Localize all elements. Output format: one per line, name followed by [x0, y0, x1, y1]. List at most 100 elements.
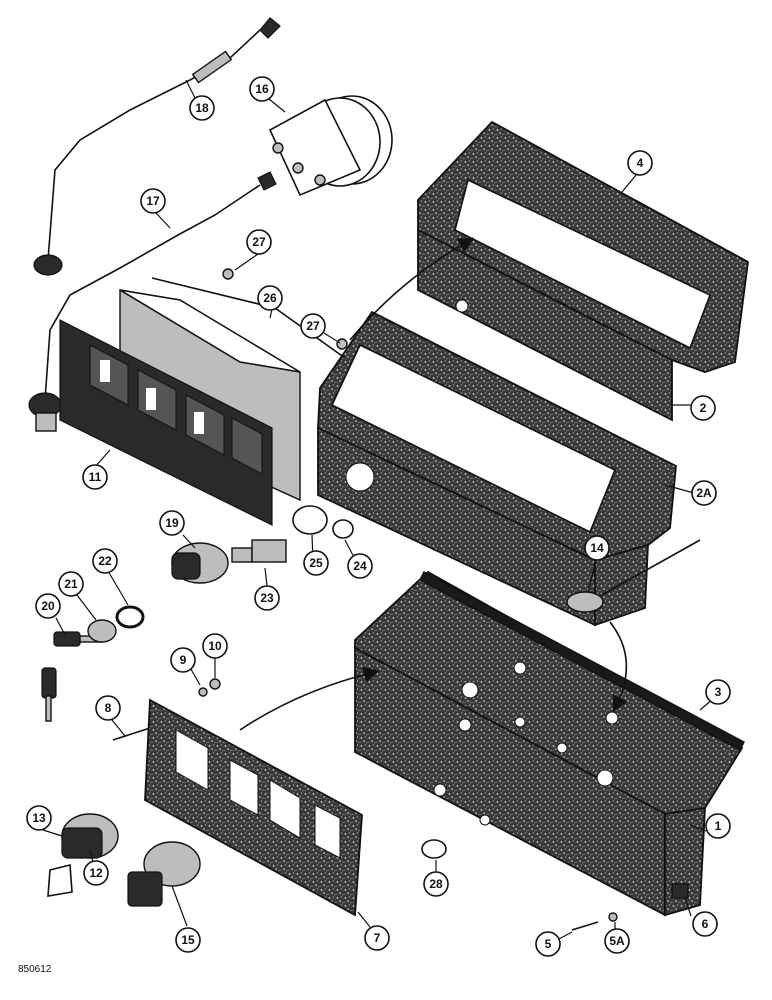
- leader-lines: [42, 79, 714, 941]
- flexible-cable-upper: [33, 17, 281, 276]
- flow-arrow: [349, 237, 475, 341]
- callout-c25: 25: [303, 550, 329, 576]
- callout-circle: [175, 927, 201, 953]
- callout-c27a: 27: [246, 229, 272, 255]
- small-washer: [608, 912, 618, 922]
- callout-label: 26: [263, 291, 277, 305]
- callout-circle: [26, 805, 52, 831]
- clip: [671, 883, 689, 899]
- switch-bezel: [144, 698, 363, 917]
- hex-nut: [87, 619, 117, 643]
- callout-c21: 21: [58, 571, 84, 597]
- hole-plug: [421, 839, 447, 859]
- callout-label: 7: [374, 931, 381, 945]
- callout-circle: [535, 931, 561, 957]
- callout-label: 8: [105, 701, 112, 715]
- callout-circle: [584, 535, 610, 561]
- callout-c20: 20: [35, 593, 61, 619]
- nut-lower: [336, 338, 348, 350]
- callout-circle: [92, 548, 118, 574]
- callout-c18: 18: [189, 95, 215, 121]
- callout-c16: 16: [249, 76, 275, 102]
- callout-label: 11: [89, 470, 102, 484]
- callout-circle: [690, 395, 716, 421]
- callout-c28: 28: [423, 871, 449, 897]
- callout-label: 24: [353, 559, 367, 573]
- callout-circle: [364, 925, 390, 951]
- callout-label: 13: [32, 811, 46, 825]
- gauge: [268, 95, 393, 197]
- key-set: [41, 631, 103, 722]
- callout-label: 6: [702, 917, 709, 931]
- callout-circle: [246, 229, 272, 255]
- callout-c3: 3: [705, 679, 731, 705]
- callout-label: 5: [545, 937, 552, 951]
- callout-c19: 19: [159, 510, 185, 536]
- callout-circle: [254, 585, 280, 611]
- flexible-cable-lower: [28, 171, 277, 432]
- small-nut: [209, 678, 221, 690]
- round-plug-small: [332, 519, 354, 539]
- callout-circle: [249, 76, 275, 102]
- callout-circle: [35, 593, 61, 619]
- callout-label: 21: [64, 577, 78, 591]
- callout-label: 28: [429, 877, 443, 891]
- callout-label: 9: [180, 653, 187, 667]
- bolt: [571, 921, 599, 931]
- connector: [251, 539, 287, 563]
- callout-circle: [300, 313, 326, 339]
- callout-circle: [189, 95, 215, 121]
- callout-label: 2: [700, 401, 707, 415]
- callout-c7: 7: [364, 925, 390, 951]
- callout-circle: [303, 550, 329, 576]
- callout-c22: 22: [92, 548, 118, 574]
- ignition-switch: [47, 813, 119, 897]
- screw: [112, 727, 151, 741]
- callout-label: 15: [181, 933, 195, 947]
- upper-mounting-panel: [417, 120, 749, 422]
- callout-c23: 23: [254, 585, 280, 611]
- callout-label: 19: [165, 516, 179, 530]
- drawing-code: 850612: [18, 964, 52, 975]
- callout-circle: [257, 285, 283, 311]
- callout-c2a: 2A: [691, 480, 717, 506]
- sender-unit: [566, 539, 701, 613]
- callout-label: 27: [252, 235, 266, 249]
- callout-label: 25: [309, 556, 323, 570]
- lock-washer: [115, 605, 145, 629]
- callout-circle: [604, 928, 630, 954]
- callout-label: 20: [41, 599, 55, 613]
- callout-c27b: 27: [300, 313, 326, 339]
- callout-c8: 8: [95, 695, 121, 721]
- callout-label: 27: [306, 319, 320, 333]
- callout-c10: 10: [202, 633, 228, 659]
- lower-mounting-plate: [354, 570, 744, 917]
- callout-c9: 9: [170, 647, 196, 673]
- callout-circle: [691, 480, 717, 506]
- callout-label: 10: [208, 639, 222, 653]
- push-switch: [127, 841, 201, 907]
- callout-circle: [423, 871, 449, 897]
- callout-circle: [95, 695, 121, 721]
- callout-c26: 26: [257, 285, 283, 311]
- callout-c12: 12: [83, 860, 109, 886]
- callout-c14: 14: [584, 535, 610, 561]
- callout-c13: 13: [26, 805, 52, 831]
- callout-label: 23: [260, 591, 274, 605]
- callout-circle: [83, 860, 109, 886]
- callout-circle: [705, 679, 731, 705]
- callout-circle: [627, 150, 653, 176]
- callout-label: 1: [715, 819, 722, 833]
- callout-circle: [692, 911, 718, 937]
- instrument-cluster: [59, 288, 301, 526]
- callout-c17: 17: [140, 188, 166, 214]
- callout-circle: [140, 188, 166, 214]
- callout-label: 22: [98, 554, 112, 568]
- nut-upper: [222, 268, 234, 280]
- callout-c5: 5: [535, 931, 561, 957]
- callout-circle: [347, 553, 373, 579]
- callout-c5a: 5A: [604, 928, 630, 954]
- flow-arrow: [239, 666, 380, 731]
- callout-c2: 2: [690, 395, 716, 421]
